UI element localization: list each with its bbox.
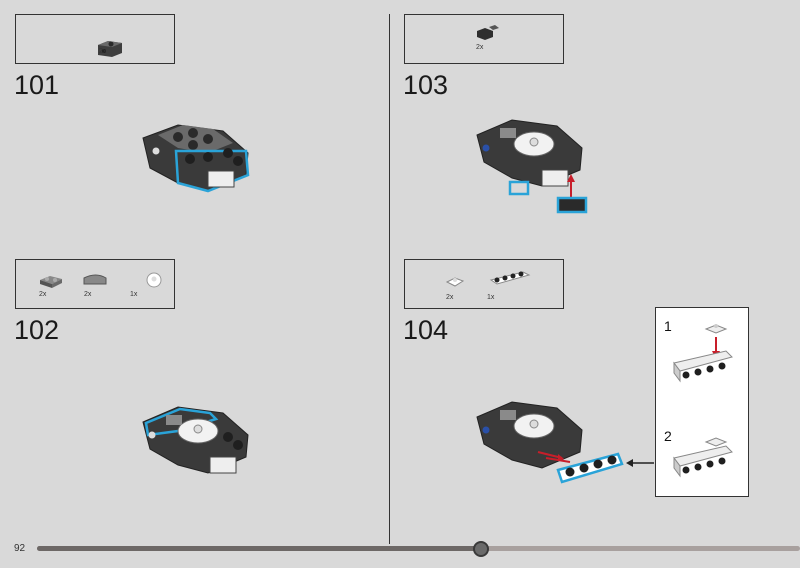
part-qty: 2x bbox=[99, 48, 107, 55]
sub-step-2-model bbox=[673, 437, 733, 478]
sub-assembly-callout: 1 2 bbox=[655, 307, 749, 497]
callout-arrow bbox=[626, 459, 654, 467]
assembly-model-step-104 bbox=[476, 401, 624, 484]
parts-box-step-103: 2x bbox=[404, 14, 564, 64]
part-qty: 2x bbox=[39, 291, 47, 298]
sub-step-1-model bbox=[673, 324, 733, 383]
parts-box-step-101: 2x bbox=[15, 14, 175, 64]
sub-step-number: 1 bbox=[664, 318, 672, 334]
clip-plate-icon bbox=[445, 271, 531, 287]
progress-bar bbox=[37, 541, 800, 557]
step-number: 103 bbox=[403, 70, 449, 100]
part-qty: 2x bbox=[446, 294, 454, 301]
step-number: 102 bbox=[14, 315, 60, 345]
page-number: 92 bbox=[14, 543, 26, 554]
sub-step-number: 2 bbox=[664, 428, 672, 444]
part-qty: 1x bbox=[130, 291, 138, 298]
assembly-model-step-101 bbox=[142, 124, 250, 193]
column-divider bbox=[389, 14, 390, 544]
parts-box-step-102: 2x 2x 1x bbox=[15, 259, 175, 309]
bracket-icon bbox=[477, 25, 499, 40]
progress-knob bbox=[472, 541, 489, 557]
step-number: 104 bbox=[403, 315, 449, 345]
part-qty: 1x bbox=[487, 294, 495, 301]
part-qty: 2x bbox=[476, 44, 484, 51]
progress-fill bbox=[37, 546, 480, 551]
assembly-model-step-103 bbox=[476, 119, 588, 214]
brick-icon bbox=[98, 41, 122, 57]
parts-box-step-104: 2x 1x bbox=[404, 259, 564, 309]
assembly-model-step-102 bbox=[142, 406, 249, 474]
step-number: 101 bbox=[14, 70, 60, 100]
plate-icon bbox=[40, 272, 162, 288]
part-qty: 2x bbox=[84, 291, 92, 298]
